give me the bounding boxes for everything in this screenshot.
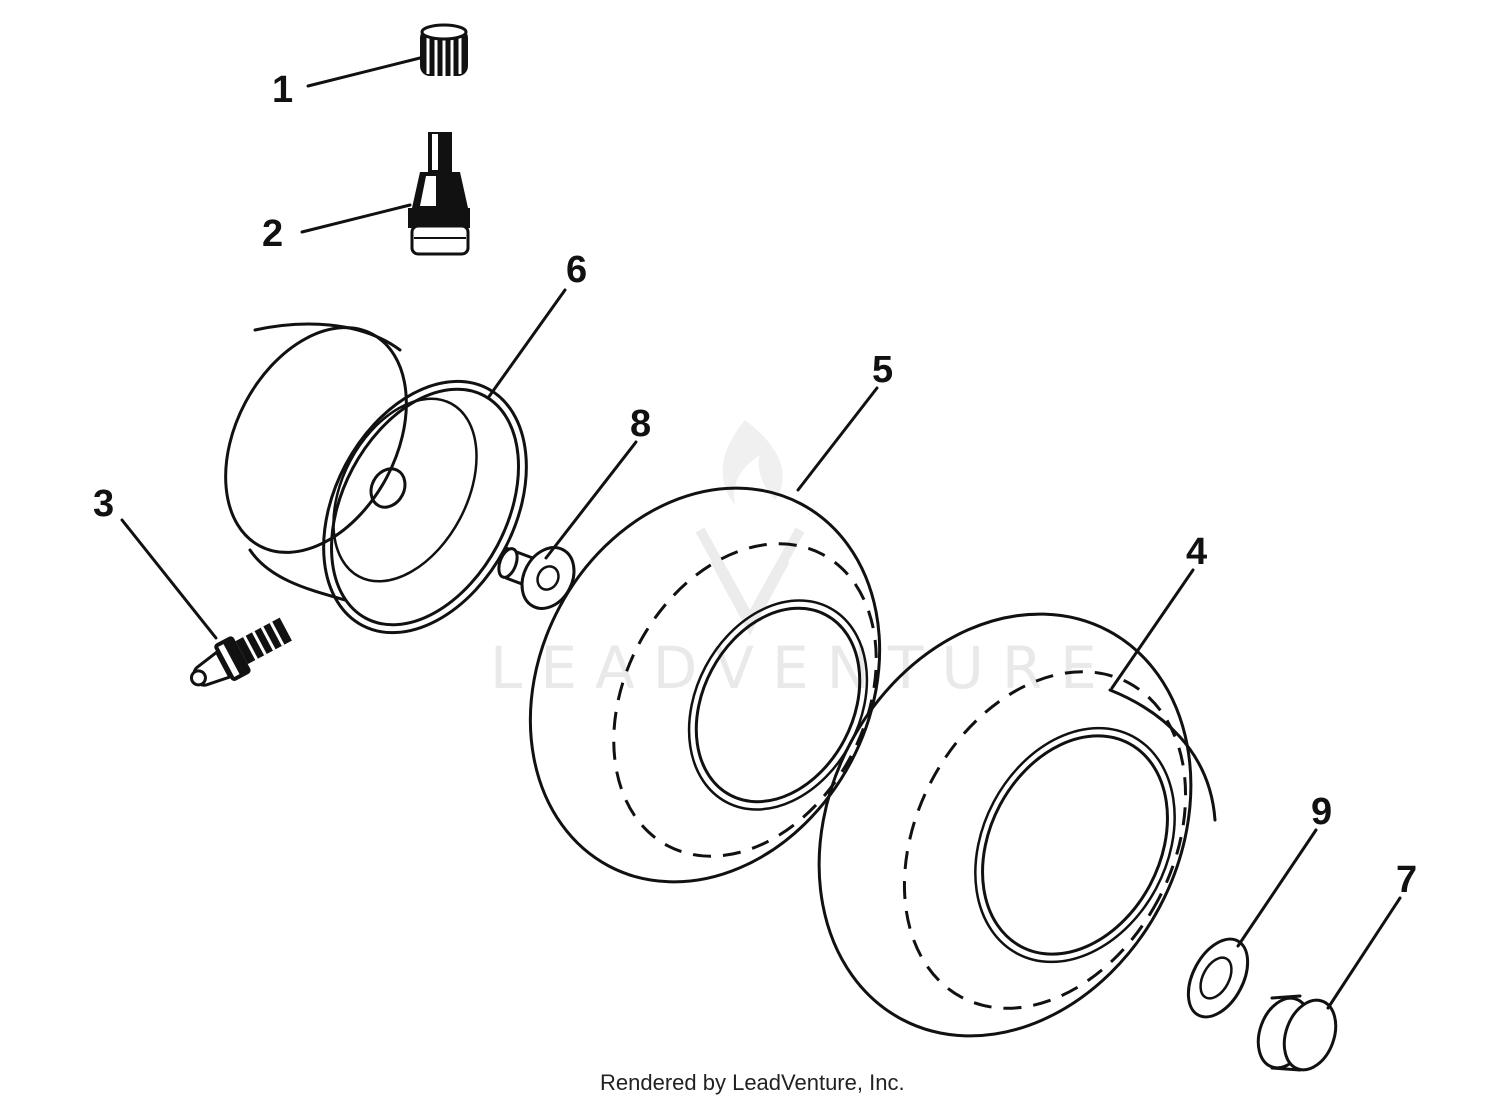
credit-text: Rendered by LeadVenture, Inc. [600, 1070, 905, 1095]
part-5-inner-tube [528, 486, 882, 884]
leader-1 [306, 56, 422, 88]
watermark: LEADVENTURE [490, 420, 1115, 702]
watermark-text: LEADVENTURE [490, 634, 1115, 702]
callout-8: 8 [630, 403, 651, 445]
leader-6 [486, 288, 567, 400]
part-7-bearing [1256, 994, 1338, 1072]
leader-2 [300, 203, 412, 234]
watermark-logo-icon [695, 420, 805, 636]
leader-5 [796, 386, 879, 492]
part-4-tire [817, 612, 1217, 1038]
callout-7: 7 [1396, 859, 1417, 901]
callout-3: 3 [93, 483, 114, 525]
callout-5: 5 [872, 349, 893, 391]
part-3-grease-fitting [189, 617, 292, 687]
callout-9: 9 [1311, 791, 1332, 833]
leader-lines [120, 56, 1402, 1010]
callout-4: 4 [1186, 531, 1207, 573]
leader-7 [1326, 896, 1402, 1010]
callout-6: 6 [566, 249, 587, 291]
leader-8 [544, 440, 638, 560]
leader-4 [1110, 568, 1195, 690]
part-6-rim [224, 322, 528, 635]
part-2-valve-stem [408, 132, 470, 256]
part-1-valve-cap [420, 23, 468, 76]
callout-2: 2 [262, 213, 283, 255]
part-9-washer [1186, 937, 1250, 1019]
leader-9 [1236, 828, 1318, 948]
callouts: 1 2 3 4 5 6 7 8 9 [93, 69, 1417, 901]
leader-3 [120, 518, 218, 640]
part-8-bushing [497, 546, 576, 610]
callout-1: 1 [272, 69, 293, 111]
